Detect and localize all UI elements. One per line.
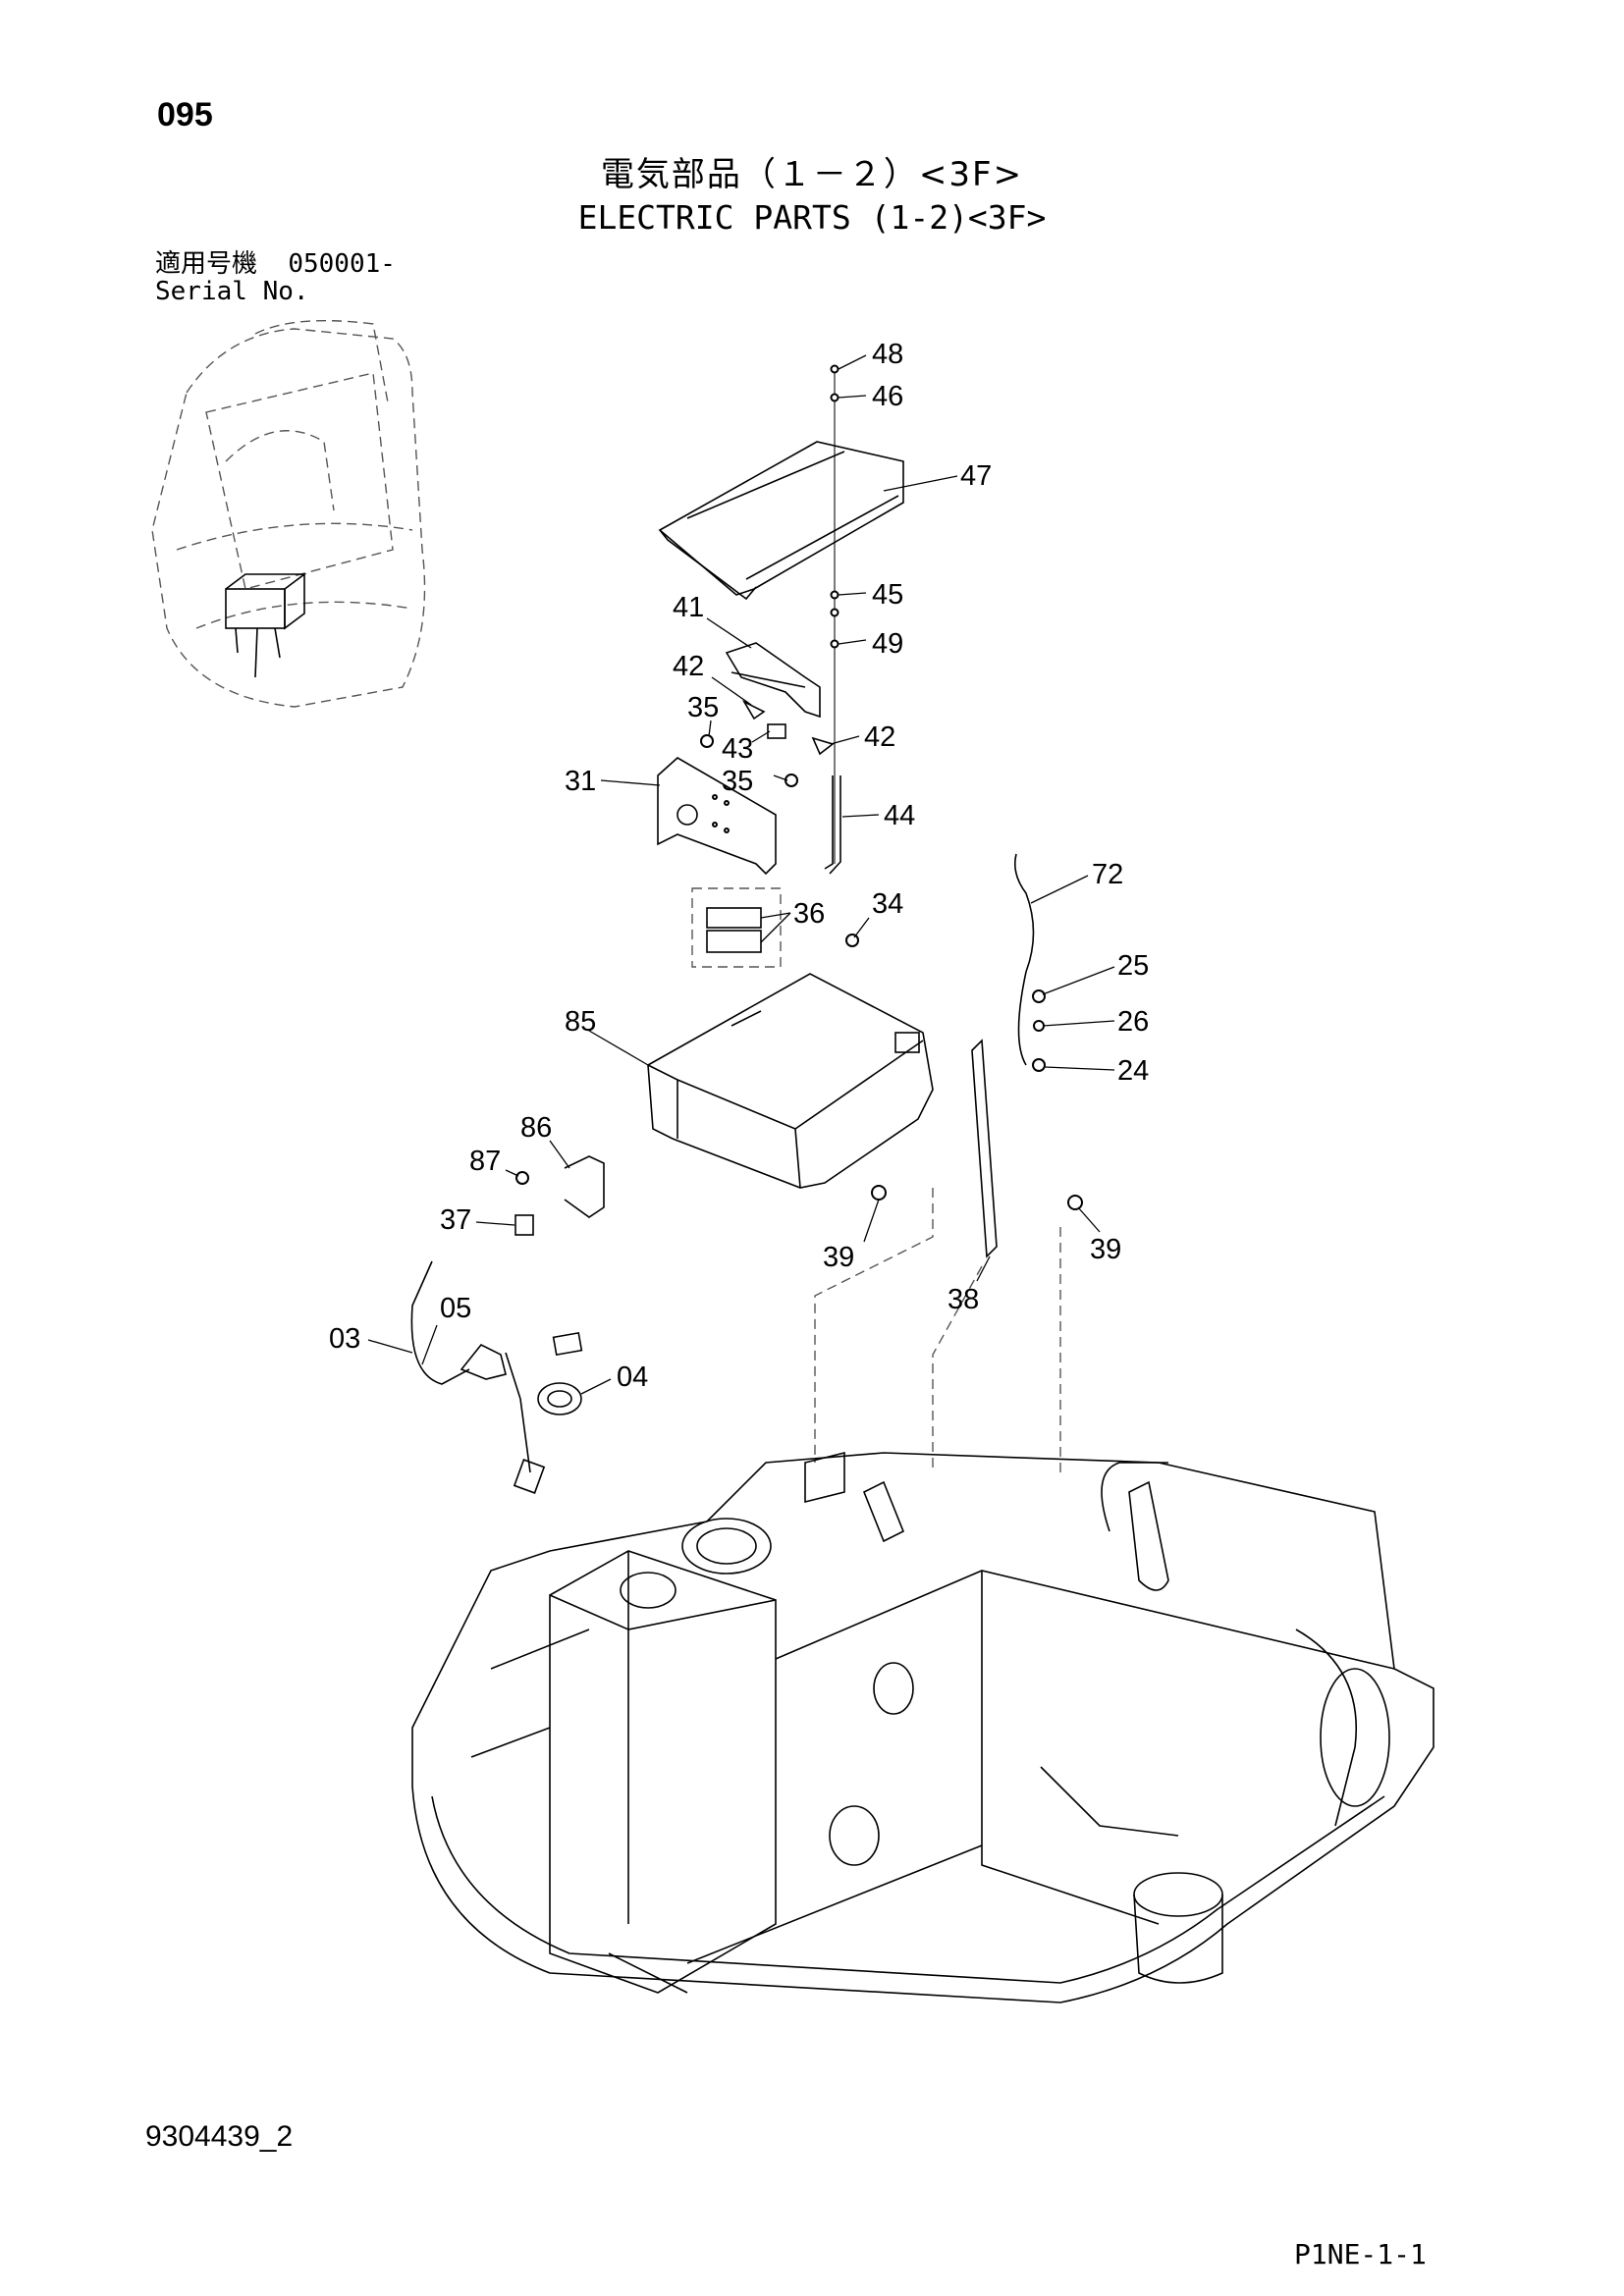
part-41-bracket bbox=[725, 642, 821, 719]
callout-31: 31 bbox=[565, 766, 596, 797]
callout-85: 85 bbox=[565, 1006, 596, 1038]
part-03-wire bbox=[410, 1260, 470, 1385]
part-38-rod bbox=[971, 1039, 998, 1258]
cab-overview-inset bbox=[151, 319, 426, 708]
document-code: 9304439_2 bbox=[145, 2120, 294, 2153]
part-37-pad bbox=[514, 1214, 534, 1236]
serial-label-en: Serial No. bbox=[155, 277, 309, 306]
callout-25: 25 bbox=[1117, 950, 1149, 982]
part-86-clip bbox=[564, 1155, 605, 1218]
callout-04: 04 bbox=[617, 1362, 648, 1393]
callout-41: 41 bbox=[673, 592, 704, 623]
callout-86: 86 bbox=[520, 1112, 552, 1144]
page-number: 095 bbox=[157, 96, 213, 133]
page-code: P1NE-1-1 bbox=[1294, 2238, 1427, 2270]
callout-49: 49 bbox=[872, 628, 903, 660]
point-48 bbox=[830, 364, 839, 374]
callout-39a: 39 bbox=[823, 1242, 854, 1273]
serial-value: 050001- bbox=[288, 249, 396, 279]
part-31-bracket bbox=[657, 757, 777, 876]
callout-87: 87 bbox=[469, 1146, 501, 1177]
point-46 bbox=[830, 393, 839, 402]
callout-36: 36 bbox=[793, 898, 825, 930]
part-04-ring bbox=[537, 1382, 582, 1415]
callout-42b: 42 bbox=[864, 721, 895, 753]
part-72-harness bbox=[1013, 853, 1035, 1066]
title-english: ELECTRIC PARTS (1-2)<3F> bbox=[577, 198, 1047, 237]
callout-05: 05 bbox=[440, 1293, 471, 1324]
callout-35b: 35 bbox=[722, 766, 753, 797]
callout-43: 43 bbox=[722, 733, 753, 765]
machine-frame bbox=[411, 1451, 1435, 2003]
callout-26: 26 bbox=[1117, 1006, 1149, 1038]
callout-72: 72 bbox=[1092, 859, 1123, 890]
leader-lines bbox=[367, 354, 1115, 1395]
title-japanese: 電気部品（１－２）<3F> bbox=[600, 155, 1024, 194]
callout-35a: 35 bbox=[687, 692, 719, 723]
callout-37: 37 bbox=[440, 1204, 471, 1236]
callout-labels: 48 46 47 45 49 41 42 35 43 42 31 35 44 7… bbox=[329, 339, 1149, 1393]
callout-39b: 39 bbox=[1090, 1234, 1121, 1265]
part-36-blocks bbox=[706, 907, 762, 953]
callout-45: 45 bbox=[872, 579, 903, 611]
serial-label-jp: 適用号機 bbox=[155, 249, 258, 279]
callout-46: 46 bbox=[872, 381, 903, 412]
callout-24: 24 bbox=[1117, 1055, 1149, 1087]
callout-03: 03 bbox=[329, 1323, 360, 1355]
callout-34: 34 bbox=[872, 888, 903, 920]
callout-42a: 42 bbox=[673, 651, 704, 682]
callout-44: 44 bbox=[884, 800, 915, 831]
part-47-cover bbox=[658, 441, 904, 601]
serial-block: 適用号機 050001- Serial No. bbox=[155, 250, 396, 305]
callout-48: 48 bbox=[872, 339, 903, 370]
part-85-battery-tray bbox=[647, 973, 934, 1189]
callout-38: 38 bbox=[947, 1284, 979, 1315]
callout-47: 47 bbox=[960, 460, 992, 492]
